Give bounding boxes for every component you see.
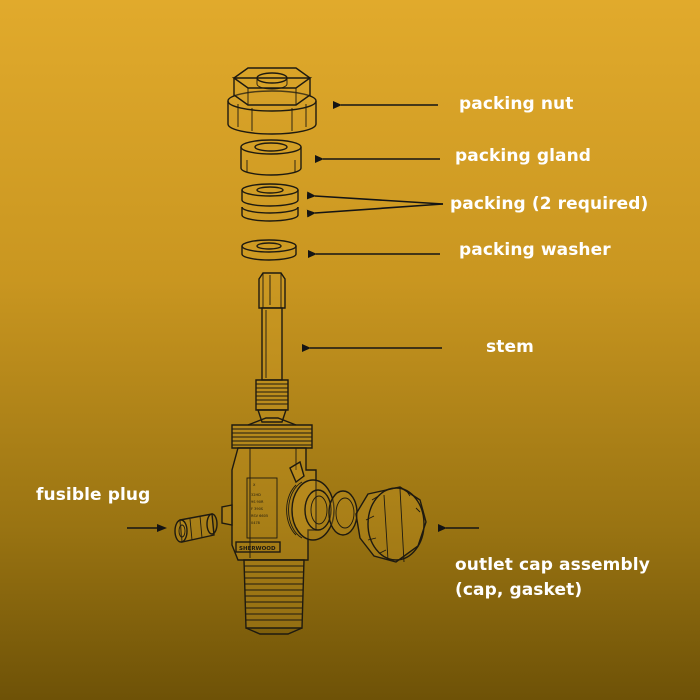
label-packing-washer: packing washer	[459, 240, 611, 260]
label-outlet-cap-assembly: outlet cap assembly	[455, 555, 650, 575]
packing-gland	[240, 139, 302, 176]
svg-text:F 390S: F 390S	[251, 507, 264, 511]
svg-text:32HD: 32HD	[251, 493, 261, 497]
svg-text:SHERWOOD: SHERWOOD	[239, 546, 276, 552]
label-stem: stem	[486, 337, 534, 357]
packing-nut	[227, 67, 317, 135]
arrow-packing-1	[306, 191, 444, 205]
gasket	[328, 490, 358, 536]
label-fusible-plug: fusible plug	[36, 485, 151, 505]
label-packing: packing (2 required)	[450, 194, 649, 214]
packing-rings	[241, 183, 299, 222]
label-outlet-cap-parts: (cap, gasket)	[455, 580, 583, 600]
outlet-cap	[355, 486, 427, 563]
callout-arrows	[127, 101, 479, 532]
svg-text:RSV 6605: RSV 6605	[251, 514, 268, 518]
stem	[255, 272, 289, 423]
arrow-fusible-plug-head	[157, 524, 167, 532]
svg-text:0478: 0478	[251, 521, 260, 525]
label-packing-nut: packing nut	[459, 94, 574, 114]
arrow-packing-2	[306, 203, 444, 218]
label-packing-gland: packing gland	[455, 146, 592, 166]
packing-washer	[241, 239, 297, 261]
fusible-plug	[174, 513, 218, 543]
svg-text:9S 90R: 9S 90R	[251, 500, 264, 504]
svg-text:X: X	[253, 483, 256, 487]
valve-outlet	[286, 460, 335, 541]
